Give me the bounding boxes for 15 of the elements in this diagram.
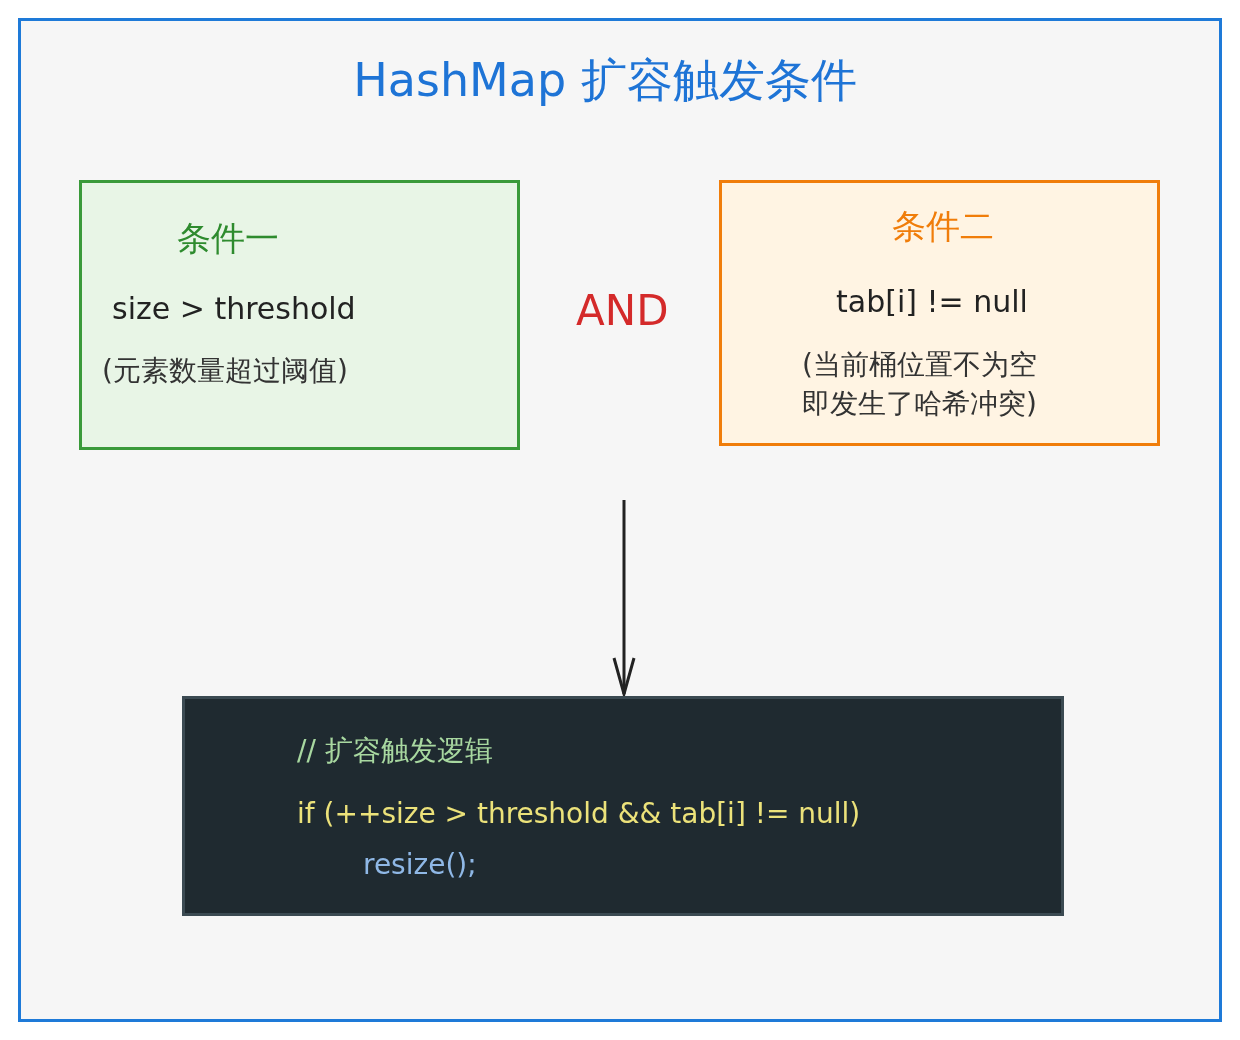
operator-text: AND: [576, 286, 669, 335]
code-comment: // 扩容触发逻辑: [297, 733, 493, 769]
condition-expression: tab[i] != null: [835, 283, 1029, 321]
condition-heading: 条件二: [890, 205, 995, 248]
code-line: if (++size > threshold && tab[i] != null): [297, 796, 861, 832]
diagram-title: HashMap 扩容触发条件: [352, 52, 858, 109]
code-line: resize();: [363, 847, 477, 883]
condition-note: (元素数量超过阈值): [102, 353, 349, 389]
condition-box: [719, 180, 1160, 446]
condition-heading: 条件一: [177, 217, 279, 260]
condition-box: [79, 180, 520, 450]
code-block: [182, 696, 1064, 916]
condition-note: (当前桶位置不为空即发生了哈希冲突): [802, 347, 1038, 423]
arrow: [612, 500, 636, 696]
condition-expression: size > threshold: [112, 290, 356, 328]
